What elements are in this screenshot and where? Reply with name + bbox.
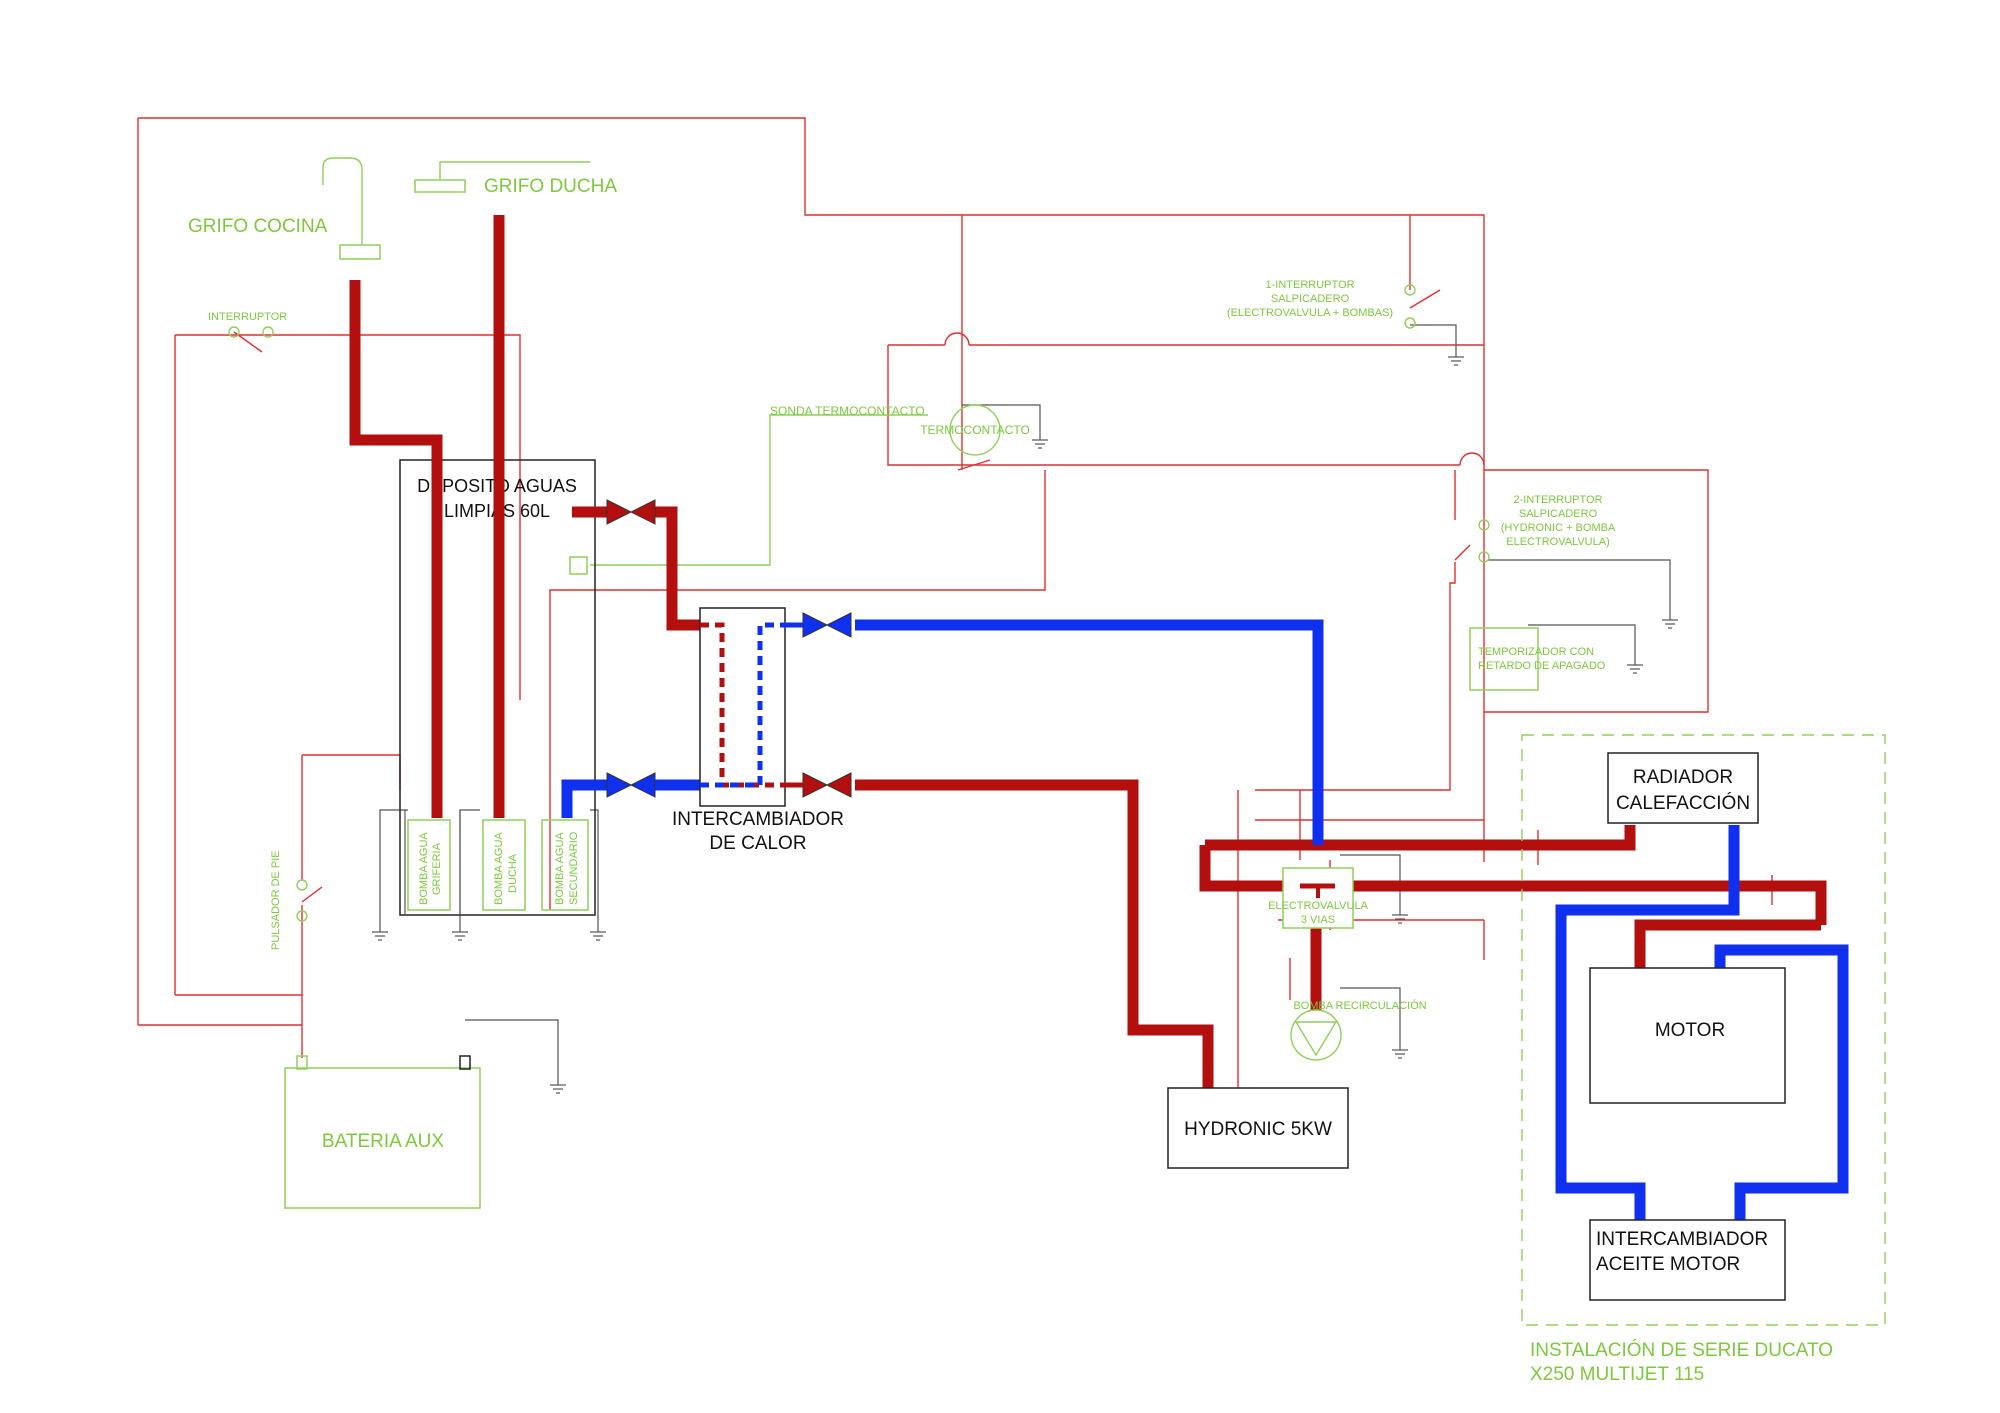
intercambiador-label-2: DE CALOR [709,833,806,854]
grifo-ducha-icon [414,161,590,193]
valve-hot-deposito-icon [606,499,656,525]
interruptor-2-label-1: 2-INTERRUPTOR [1513,494,1602,506]
electrovalvula-label-2: 3 VIAS [1301,914,1335,926]
interruptor-1-label-2: SALPICADERO [1271,293,1350,305]
temporizador-box [1469,627,1539,691]
intercambiador-aceite-label-2: ACEITE MOTOR [1596,1254,1740,1275]
interruptor-label: INTERRUPTOR [208,311,287,323]
serie-ducato-label-1: INSTALACIÓN DE SERIE DUCATO [1530,1339,1833,1361]
sonda-sensor [569,556,588,575]
bomba-recirculacion-icon [1290,1009,1342,1061]
bateria-box [284,1067,481,1209]
hydronic-label: HYDRONIC 5KW [1184,1119,1332,1140]
valve-cold-return-icon [802,612,852,638]
bomba-griferia-label-1: BOMBA AGUA [418,832,430,905]
bomba-secundario-label-1: BOMBA AGUA [554,832,566,905]
control-wiring [372,324,1678,1094]
termocontacto-label: TERMOCONTACTO [920,423,1030,437]
bomba-recirculacion-label: BOMBA RECIRCULACIÓN [1293,999,1426,1012]
radiador-label-2: CALEFACCIÓN [1616,792,1750,814]
bomba-secundario [541,819,589,911]
bomba-ducha-label-1: BOMBA AGUA [493,832,505,905]
motor-box [1589,967,1786,1104]
interruptor-1-label-1: 1-INTERRUPTOR [1265,279,1354,291]
serie-ducato-label-2: X250 MULTIJET 115 [1530,1364,1704,1385]
bomba-ducha-label-2: DUCHA [507,853,519,893]
bomba-ducha [482,819,526,911]
intercambiador-aceite-label-1: INTERCAMBIADOR [1596,1229,1768,1250]
grifo-cocina-icon [322,157,381,260]
sonda-label: SONDA TERMOCONTACTO [770,404,925,418]
temporizador-label-1: TEMPORIZADOR CON [1478,646,1594,658]
bomba-griferia-label-2: GRIFERIA [431,842,443,895]
grifo-ducha-label: GRIFO DUCHA [484,176,617,197]
valve-hot-return-icon [802,772,852,798]
grifo-cocina-label: GRIFO COCINA [188,216,328,237]
interruptor-2-label-4: ELECTROVALVULA) [1506,536,1610,548]
hot-water-pipes [349,215,1827,1088]
motor-label: MOTOR [1655,1020,1725,1041]
intercambiador-label-1: INTERCAMBIADOR [672,809,844,830]
cold-water-pipes [561,619,1849,1220]
valve-cold-secundario-icon [606,772,656,798]
intercambiador-aceite-box [1589,1219,1786,1301]
interruptor-2-label-3: (HYDRONIC + BOMBA [1501,522,1616,534]
termocontacto-icon [949,404,1001,456]
electrovalvula-label-1: ELECTROVALVULA [1268,900,1369,912]
interruptor-1-label-3: (ELECTROVALVULA + BOMBAS) [1227,307,1393,319]
electrical-wiring [137,117,1773,1088]
radiador-box [1607,752,1759,824]
bateria-label: BATERIA AUX [322,1131,444,1152]
hydronic-box [1167,1087,1349,1169]
bomba-griferia [407,819,451,911]
interruptor-2-label-2: SALPICADERO [1519,508,1598,520]
pulsador-label: PULSADOR DE PIE [270,850,282,950]
intercambiador-calor [699,607,786,807]
radiador-label-1: RADIADOR [1633,767,1733,788]
serie-ducato-group [1521,734,1886,1326]
temporizador-label-2: RETARDO DE APAGADO [1478,660,1606,672]
bomba-secundario-label-2: SECUNDARIO [568,831,580,905]
